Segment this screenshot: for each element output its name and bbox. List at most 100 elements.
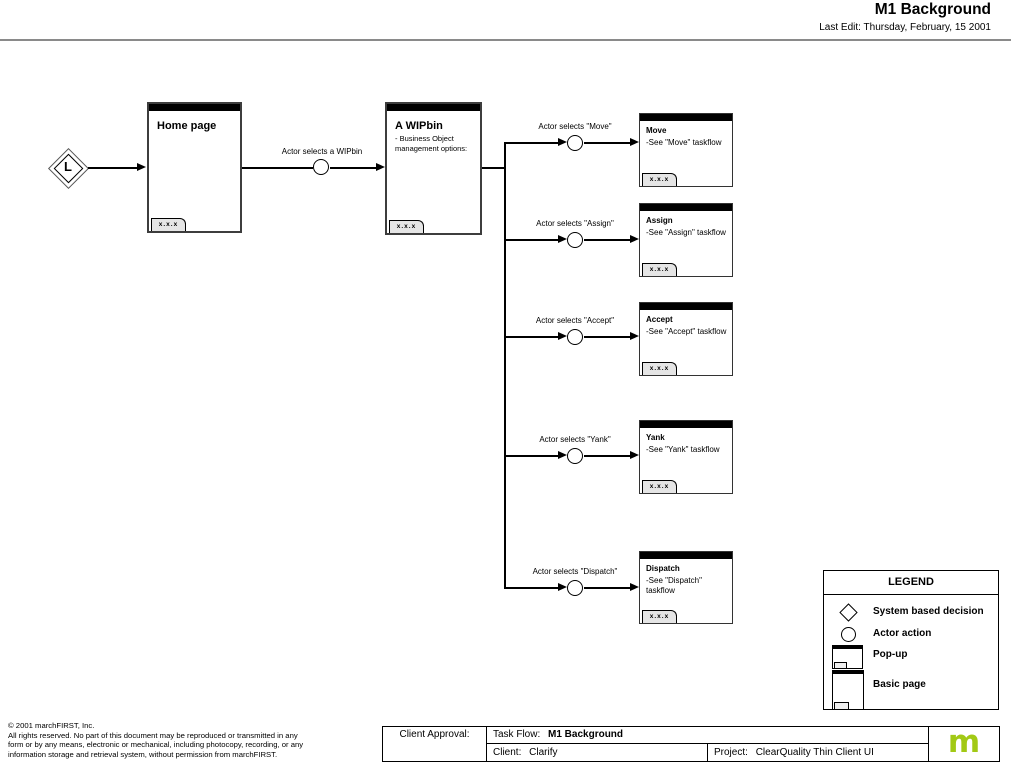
desc-line: management options: [395, 143, 468, 153]
client-value: Clarify [529, 747, 558, 758]
arrowhead-icon [558, 332, 567, 340]
assign-node: Assign -See "Assign" taskflow x.x.x [639, 203, 733, 277]
connector-line [482, 167, 505, 169]
page-number-tab: x.x.x [642, 610, 677, 623]
page-title-bar [387, 104, 480, 111]
actor-action-icon [567, 232, 583, 248]
page-title-bar [640, 421, 732, 428]
page-number-tab: x.x.x [642, 362, 677, 375]
arrowhead-icon [558, 451, 567, 459]
connector-line [242, 167, 313, 169]
node-title: Assign [646, 216, 673, 225]
page-number-tab-icon [834, 702, 849, 709]
start-decision-node: L [47, 147, 90, 190]
page-title-bar [640, 552, 732, 559]
page-number-tab: x.x.x [642, 173, 677, 186]
action-label: Actor selects "Move" [538, 122, 612, 131]
node-description: -See "Yank" taskflow [646, 445, 720, 454]
copyright-line: information storage and retrieval system… [8, 749, 278, 759]
task-flow-label: Task Flow: [493, 729, 541, 740]
diamond-icon [839, 603, 858, 622]
arrowhead-icon [630, 235, 639, 243]
basic-page-icon [832, 670, 864, 710]
page-title: M1 Background [874, 1, 991, 18]
arrowhead-icon [558, 235, 567, 243]
arrowhead-icon [630, 583, 639, 591]
project-label: Project: [714, 747, 748, 758]
page-number-tab-icon [834, 662, 847, 668]
legend-title: LEGEND [824, 571, 998, 595]
node-title: A WIPbin [395, 120, 443, 132]
actor-action-icon [567, 580, 583, 596]
node-description: -See "Dispatch" taskflow [646, 576, 702, 595]
node-description: - Business Object management options: [395, 134, 476, 153]
project-cell: Project: ClearQuality Thin Client UI [708, 744, 928, 761]
connector-line [505, 587, 558, 589]
connector-line [88, 167, 137, 169]
copyright-line: © 2001 marchFIRST, Inc. [8, 721, 95, 730]
connector-line [584, 455, 630, 457]
arrowhead-icon [630, 138, 639, 146]
connector-line [505, 455, 558, 457]
arrowhead-icon [630, 451, 639, 459]
actor-action-icon [567, 135, 583, 151]
connector-line [584, 239, 630, 241]
arrowhead-icon [137, 163, 146, 171]
node-description: -See "Move" taskflow [646, 138, 722, 147]
connector-line [505, 336, 558, 338]
task-flow-cell: Task Flow: M1 Background [487, 727, 928, 744]
arrowhead-icon [630, 332, 639, 340]
client-cell: Client: Clarify [487, 744, 708, 761]
legend-item-label: Pop-up [873, 649, 908, 660]
header-divider [0, 39, 1011, 41]
connector-line [584, 336, 630, 338]
legend-item-label: Actor action [873, 628, 932, 639]
node-title: Yank [646, 433, 665, 442]
page-number-tab: x.x.x [151, 218, 186, 231]
node-description: -See "Accept" taskflow [646, 327, 727, 336]
circle-icon [841, 627, 856, 642]
last-edit-timestamp: Last Edit: Thursday, February, 15 2001 [819, 22, 991, 33]
page-number-tab: x.x.x [642, 480, 677, 493]
copyright-line: All rights reserved. No part of this doc… [8, 730, 298, 740]
copyright-text: © 2001 marchFIRST, Inc. All rights reser… [8, 721, 303, 759]
desc-line: - Business Object [395, 134, 454, 143]
copyright-line: form or by any means, electronic or mech… [8, 740, 304, 750]
arrowhead-icon [376, 163, 385, 171]
connector-line [505, 239, 558, 241]
task-flow-value: M1 Background [548, 729, 624, 740]
connector-line [584, 142, 630, 144]
wipbin-node: A WIPbin - Business Object management op… [385, 102, 482, 235]
page-title-bar [640, 204, 732, 211]
arrowhead-icon [558, 583, 567, 591]
page-title-bar [640, 303, 732, 310]
page-number-tab: x.x.x [642, 263, 677, 276]
approval-table: Client Approval: Task Flow: M1 Backgroun… [382, 726, 1000, 762]
node-title: Home page [157, 120, 217, 132]
node-title: Move [646, 126, 667, 135]
logo-cell: m [928, 727, 999, 761]
action-label: Actor selects "Dispatch" [532, 567, 618, 576]
node-title: Accept [646, 315, 673, 324]
page-title-bar [149, 104, 240, 111]
actor-action-icon [567, 448, 583, 464]
client-approval-cell: Client Approval: [383, 727, 487, 761]
yank-node: Yank -See "Yank" taskflow x.x.x [639, 420, 733, 494]
actor-action-icon [313, 159, 329, 175]
legend-item-label: Basic page [873, 679, 926, 690]
actor-action-icon [567, 329, 583, 345]
project-value: ClearQuality Thin Client UI [755, 747, 874, 758]
page-number-tab: x.x.x [389, 220, 424, 233]
legend-panel: LEGEND System based decision Actor actio… [823, 570, 999, 710]
client-label: Client: [493, 747, 522, 758]
branch-trunk-line [504, 142, 506, 589]
action-label: Actor selects "Assign" [536, 219, 614, 228]
popup-icon [832, 645, 863, 669]
arrowhead-icon [558, 138, 567, 146]
legend-item-label: System based decision [873, 606, 984, 617]
action-label: Actor selects a WIPbin [281, 147, 363, 156]
node-title: Dispatch [646, 564, 680, 573]
start-node-label: L [64, 159, 72, 174]
home-page-node: Home page x.x.x [147, 102, 242, 233]
